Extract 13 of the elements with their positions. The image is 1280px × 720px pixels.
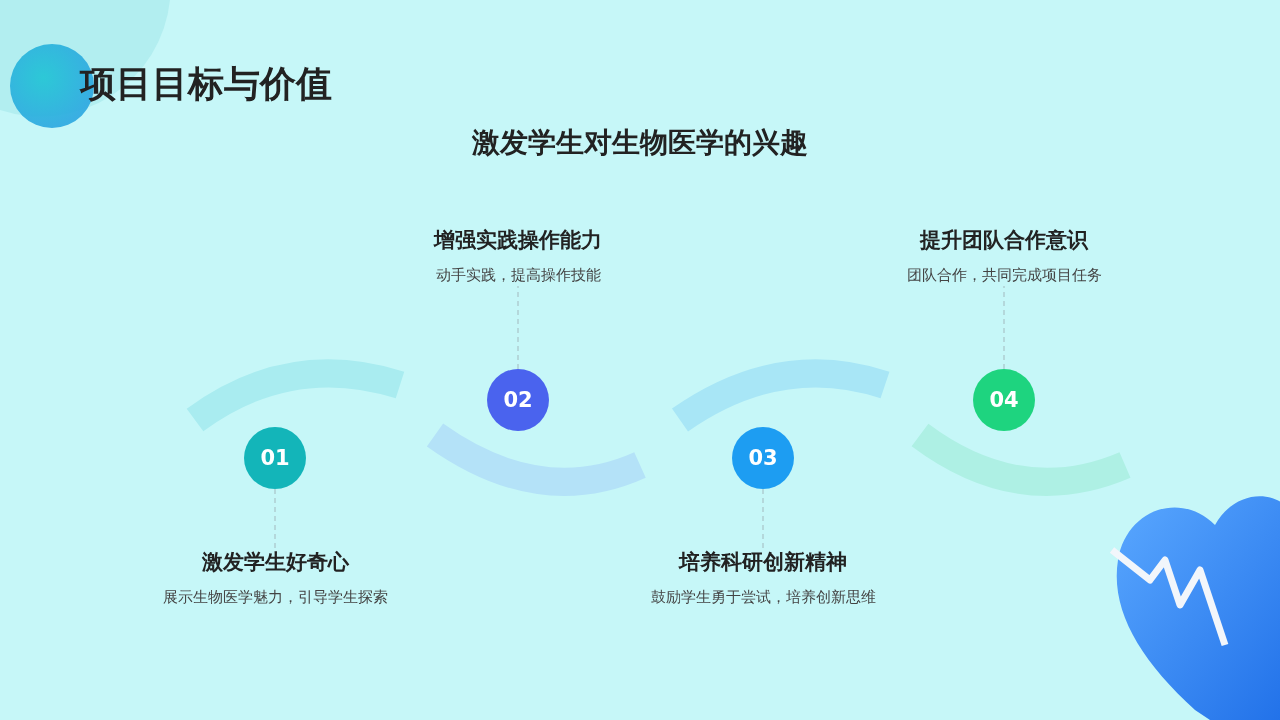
step-number-circle: 04 (973, 369, 1035, 431)
goal-description: 动手实践，提高操作技能 (434, 265, 602, 286)
step-number-circle: 02 (487, 369, 549, 431)
goal-description: 团队合作，共同完成项目任务 (905, 265, 1103, 286)
step-number-circle: 03 (732, 427, 794, 489)
goal-description: 展示生物医学魅力，引导学生探索 (161, 587, 389, 608)
goal-heading: 激发学生好奇心 (201, 549, 349, 576)
goal-heading: 培养科研创新精神 (679, 549, 847, 576)
goal-heading: 提升团队合作意识 (920, 227, 1088, 254)
subtitle: 激发学生对生物医学的兴趣 (471, 125, 809, 161)
goal-description: 鼓励学生勇于尝试，培养创新思维 (649, 587, 877, 608)
goal-heading: 增强实践操作能力 (434, 227, 602, 254)
step-number-circle: 01 (244, 427, 306, 489)
